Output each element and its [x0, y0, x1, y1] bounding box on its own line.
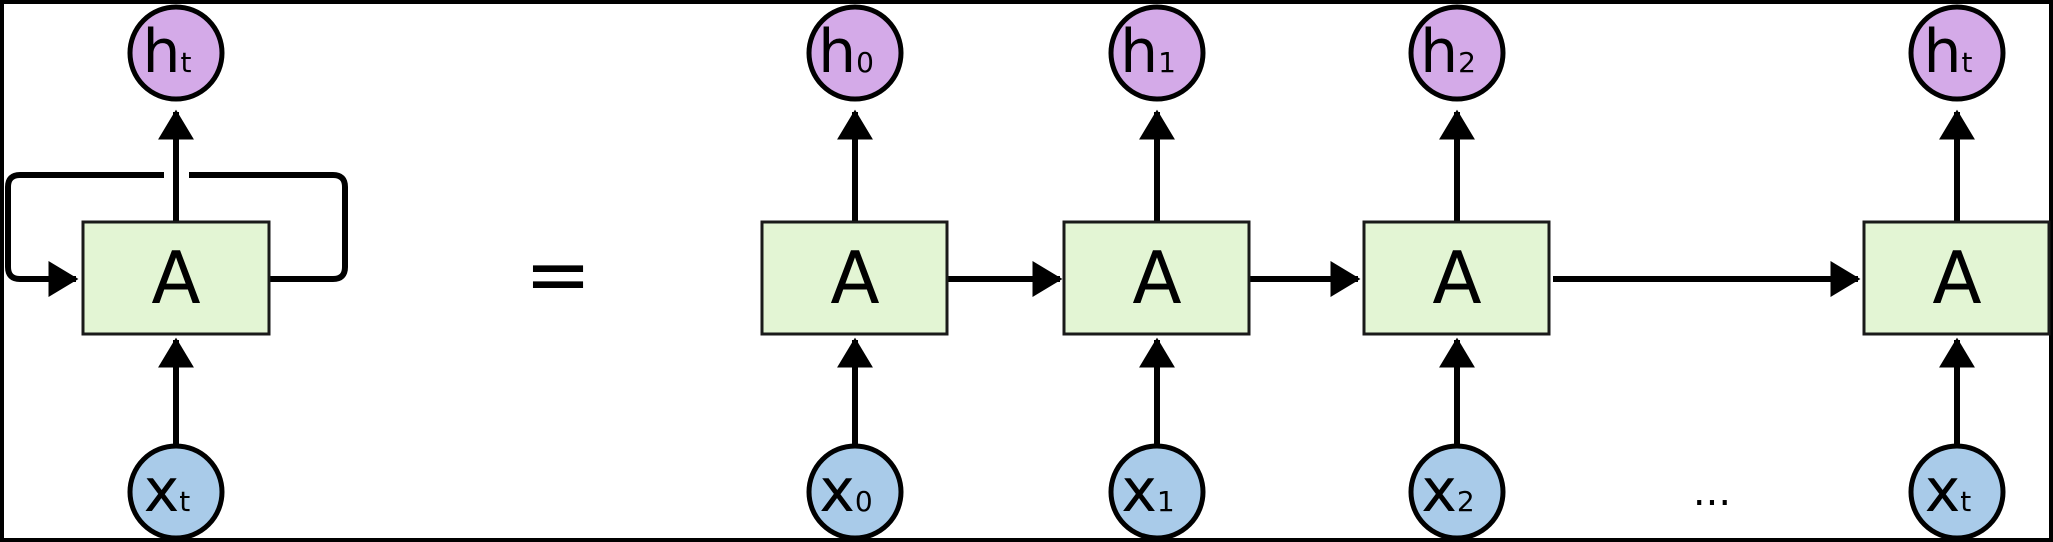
step-output-node — [806, 4, 904, 102]
unrolled-step-1: A h1 x1 — [1062, 4, 1251, 541]
step-input-node — [1108, 443, 1206, 541]
step-output-node — [1908, 4, 2006, 102]
equals-sign: = — [524, 228, 591, 321]
step-cell-label: A — [1932, 236, 1981, 320]
step-cell-label: A — [1432, 236, 1481, 320]
step-input-label: x0 — [819, 456, 872, 526]
folded-output-node — [127, 4, 225, 102]
recurrent-loop-arrow-return — [5, 172, 164, 297]
ellipsis: ... — [1693, 469, 1731, 515]
unrolled-step-2: A h2 x2 — [1362, 4, 1551, 541]
folded-cell-label: A — [151, 236, 200, 320]
folded-output-label: ht — [142, 17, 191, 87]
step-cell-label: A — [830, 236, 879, 320]
step-input-subscript: t — [1960, 485, 1971, 518]
step-output-node — [1108, 4, 1206, 102]
step-input-label: x1 — [1121, 456, 1174, 526]
step-output-node — [1408, 4, 1506, 102]
folded-rnn: A ht xt — [5, 4, 348, 541]
folded-input-subscript: t — [179, 485, 190, 518]
step-input-subscript: 1 — [1157, 485, 1175, 518]
step-input-node — [1408, 443, 1506, 541]
step-input-node — [806, 443, 904, 541]
step-output-subscript: 2 — [1458, 46, 1476, 79]
step-output-label: h0 — [818, 17, 874, 87]
step-cell-box — [1062, 220, 1251, 336]
step-output-label: h1 — [1120, 17, 1176, 87]
step-input-subscript: 0 — [855, 485, 873, 518]
folded-input-label: xt — [144, 456, 191, 526]
step-cell-box — [1862, 220, 2051, 336]
unrolled-step-t: A ht xt — [1862, 4, 2051, 541]
step-output-subscript: 1 — [1158, 46, 1176, 79]
unrolled-chain: A h0 x0 A h1 x1 A h2 x2 — [760, 4, 2051, 541]
step-cell-box — [1362, 220, 1551, 336]
recurrent-loop-arrow — [189, 172, 348, 282]
folded-output-subscript: t — [181, 46, 192, 79]
unrolled-step-0: A h0 x0 — [760, 4, 949, 541]
step-input-node — [1908, 443, 2006, 541]
step-output-subscript: t — [1962, 46, 1973, 79]
step-input-label: xt — [1925, 456, 1972, 526]
step-input-label: x2 — [1421, 456, 1474, 526]
step-output-label: ht — [1923, 17, 1972, 87]
folded-cell-box — [81, 220, 271, 336]
step-output-label: h2 — [1420, 17, 1476, 87]
step-cell-label: A — [1132, 236, 1181, 320]
step-input-subscript: 2 — [1457, 485, 1475, 518]
step-output-subscript: 0 — [856, 46, 874, 79]
folded-input-node — [127, 443, 225, 541]
step-cell-box — [760, 220, 949, 336]
